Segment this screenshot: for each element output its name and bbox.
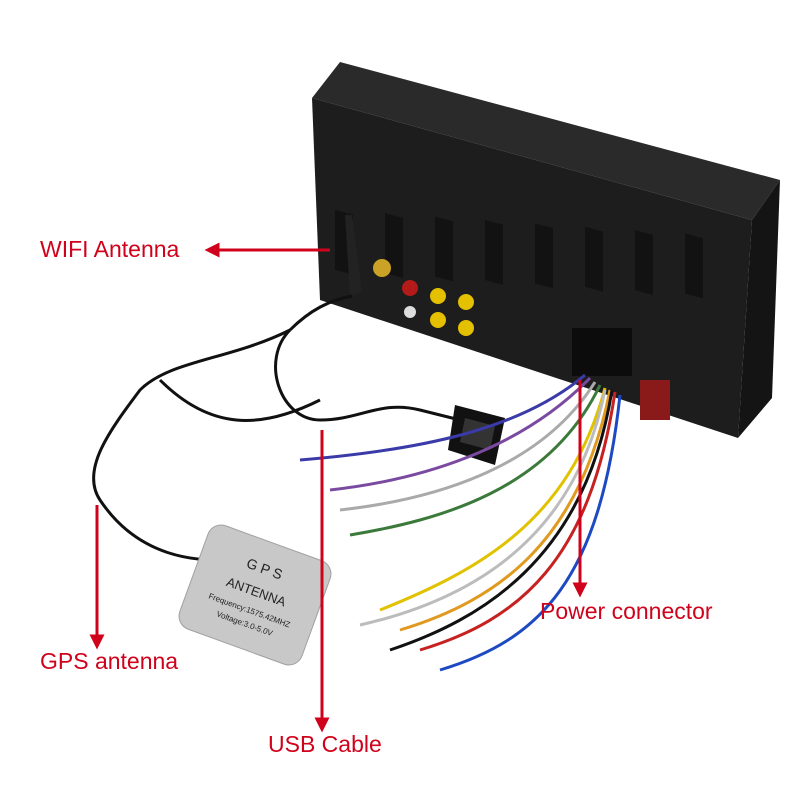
wifi-antenna-label: WIFI Antenna bbox=[40, 236, 180, 262]
power-harness-wires bbox=[299, 373, 622, 672]
power-connector-block bbox=[572, 328, 632, 376]
power-connector-label: Power connector bbox=[540, 598, 713, 624]
usb-cable-label: USB Cable bbox=[268, 731, 382, 757]
head-unit bbox=[312, 62, 780, 438]
rca-jacks bbox=[373, 259, 474, 336]
cables bbox=[92, 328, 481, 562]
callout-arrows bbox=[89, 242, 588, 733]
gps-module: G P S ANTENNA Frequency:1575.42MHZ Volta… bbox=[178, 524, 332, 666]
gps-antenna-label: GPS antenna bbox=[40, 648, 179, 674]
wifi-antenna bbox=[288, 215, 362, 332]
